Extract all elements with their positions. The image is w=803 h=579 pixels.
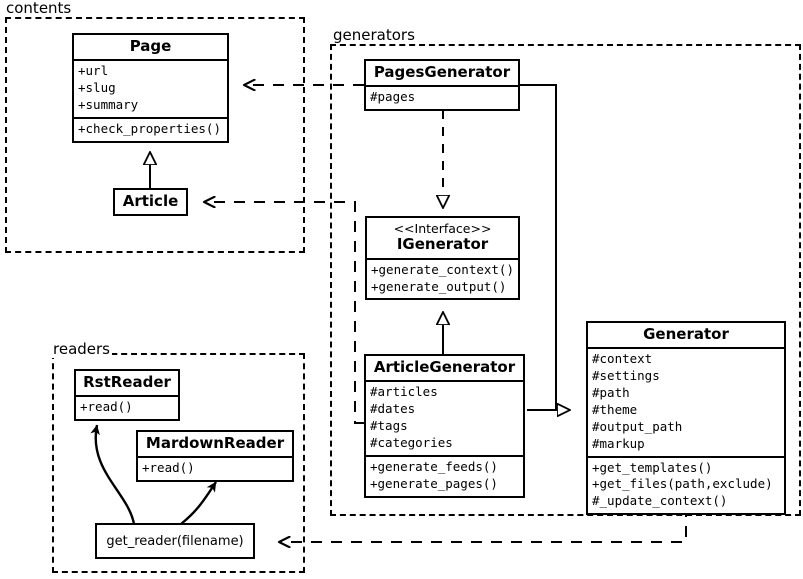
attribute: +summary bbox=[78, 97, 139, 112]
attribute: #markup bbox=[592, 435, 645, 451]
class-methods-articlegenerator: +generate_feeds() +generate_pages() bbox=[366, 454, 523, 496]
attribute: #articles bbox=[370, 384, 438, 400]
attribute: #dates bbox=[370, 401, 416, 417]
class-box-rstreader[interactable]: RstReader +read() bbox=[74, 369, 180, 422]
method: +generate_feeds() bbox=[370, 458, 498, 474]
class-name-rstreader: RstReader bbox=[83, 373, 171, 391]
class-methods-page: +check_properties() bbox=[74, 116, 227, 141]
class-name-pagesgenerator: PagesGenerator bbox=[373, 63, 511, 81]
class-box-generator[interactable]: Generator #context #settings #path #them… bbox=[586, 321, 786, 516]
class-title-igenerator: IGenerator bbox=[396, 235, 489, 254]
class-box-mardownreader[interactable]: MardownReader +read() bbox=[136, 430, 294, 483]
package-frame-readers bbox=[52, 353, 305, 573]
class-attributes-generator: #context #settings #path #theme #output_… bbox=[588, 347, 784, 455]
class-methods-rstreader: +read() bbox=[76, 395, 178, 419]
class-name-generator: Generator bbox=[643, 325, 729, 343]
method: +generate_output() bbox=[371, 278, 507, 294]
attribute: #path bbox=[592, 385, 630, 400]
package-frame-contents bbox=[5, 17, 305, 253]
class-name-articlegenerator: ArticleGenerator bbox=[373, 358, 516, 376]
class-name-article: Article bbox=[122, 192, 179, 210]
class-name-page: Page bbox=[129, 37, 172, 55]
class-box-igenerator[interactable]: <<Interface>> IGenerator +generate_conte… bbox=[365, 216, 520, 301]
attribute: #theme bbox=[592, 401, 638, 417]
function-box-get-reader[interactable]: get_reader(filename) bbox=[95, 523, 255, 559]
method: +generate_context() bbox=[371, 261, 514, 277]
class-methods-igenerator: +generate_context() +generate_output() bbox=[367, 257, 518, 299]
class-stereotype-igenerator: <<Interface>> bbox=[393, 221, 492, 236]
class-name-igenerator: <<Interface>> IGenerator bbox=[367, 218, 518, 258]
class-box-articlegenerator[interactable]: ArticleGenerator #articles #dates #tags … bbox=[364, 354, 525, 498]
attribute: #settings bbox=[592, 368, 660, 384]
attribute: #output_path bbox=[592, 418, 683, 434]
method: +read() bbox=[142, 460, 195, 476]
attribute: #pages bbox=[370, 89, 416, 105]
class-methods-generator: +get_templates() +get_files(path,exclude… bbox=[588, 455, 784, 514]
package-label-readers: readers bbox=[51, 340, 112, 358]
class-name-mardownreader: MardownReader bbox=[145, 434, 285, 452]
class-attributes-page: +url +slug +summary bbox=[74, 59, 227, 117]
attribute: +slug bbox=[78, 80, 116, 96]
method: +get_files(path,exclude) bbox=[592, 476, 773, 492]
class-box-pagesgenerator[interactable]: PagesGenerator #pages bbox=[364, 59, 520, 112]
class-box-article[interactable]: Article bbox=[113, 188, 188, 217]
attribute: #context bbox=[592, 351, 653, 367]
method: +check_properties() bbox=[78, 120, 221, 136]
attribute: #tags bbox=[370, 418, 408, 433]
package-label-generators: generators bbox=[331, 26, 417, 44]
class-attributes-pagesgenerator: #pages bbox=[366, 85, 518, 109]
class-box-page[interactable]: Page +url +slug +summary +check_properti… bbox=[72, 33, 229, 143]
package-label-contents: contents bbox=[4, 0, 74, 17]
method: +read() bbox=[80, 399, 133, 415]
method: #_update_context() bbox=[592, 493, 728, 509]
function-label-get-reader: get_reader(filename) bbox=[106, 533, 244, 549]
class-methods-mardownreader: +read() bbox=[138, 456, 292, 480]
method: +get_templates() bbox=[592, 459, 713, 475]
attribute: +url bbox=[78, 63, 109, 79]
attribute: #categories bbox=[370, 434, 453, 450]
method: +generate_pages() bbox=[370, 475, 498, 491]
class-attributes-articlegenerator: #articles #dates #tags #categories bbox=[366, 380, 523, 455]
